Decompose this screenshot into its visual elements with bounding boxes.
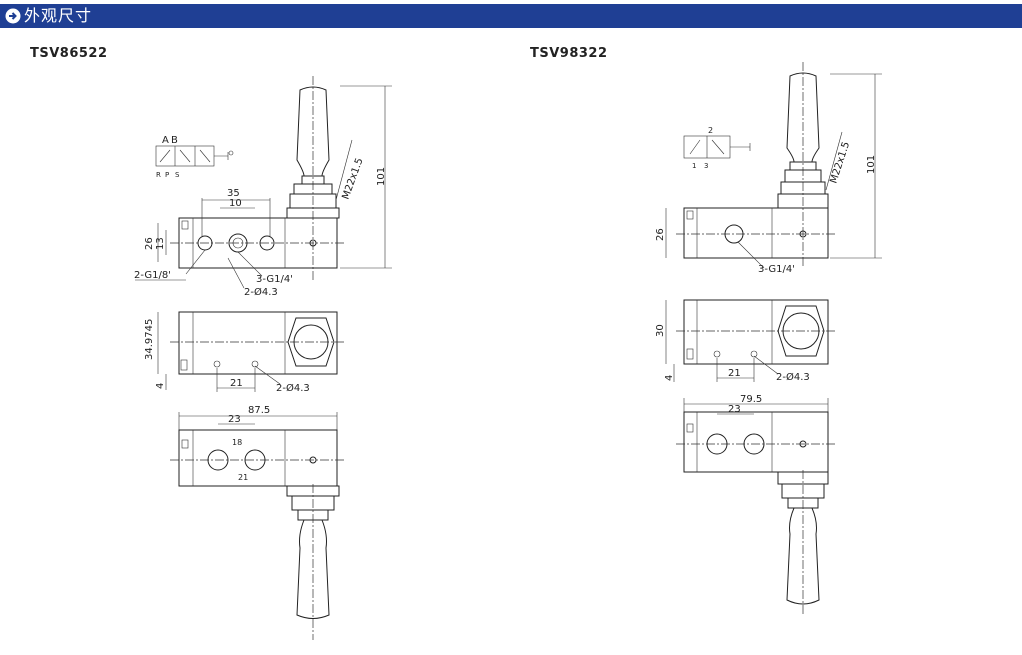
left-dim-spacing-inner: 10 — [229, 198, 242, 209]
right-bottom-view: 79.5 23 — [676, 394, 836, 615]
left-symbol-port-s: S — [175, 171, 180, 179]
section-title: 外观尺寸 — [24, 6, 93, 25]
left-symbol-label-b: B — [171, 135, 178, 146]
left-dim-hole-top: 2-Ø4.3 — [244, 286, 278, 298]
left-dim-side-small: 4 — [155, 383, 166, 389]
right-dim-side-spacing: 21 — [728, 368, 741, 379]
right-symbol-port-3: 3 — [704, 162, 708, 170]
left-bottom-view: 87.5 23 18 21 — [170, 405, 345, 640]
left-dim-spacing-outer: 35 — [227, 188, 240, 199]
right-model-label: TSV98322 — [530, 46, 608, 61]
left-valve-symbol: A B R P S — [155, 135, 234, 179]
left-symbol-port-p: P — [165, 171, 169, 179]
left-dim-thread: M22x1.5 — [340, 157, 365, 201]
right-dim-thread: M22x1.5 — [828, 140, 852, 184]
right-symbol-label-a: 2 — [708, 126, 713, 135]
left-dim-hole-side: 2-Ø4.3 — [276, 382, 310, 394]
left-dim-overall-height: 101 — [376, 167, 387, 186]
left-dim-side-spacing: 21 — [230, 378, 243, 389]
right-valve-symbol: 2 1 3 — [683, 126, 751, 170]
right-dim-side-small: 4 — [664, 375, 675, 381]
right-dim-body-left: 26 — [655, 228, 666, 241]
left-dim-bottom-small: 21 — [238, 473, 248, 482]
right-front-view: 26 M22x1.5 101 3-G1/4' — [655, 62, 882, 275]
left-drawing: A B R P S — [134, 76, 392, 640]
right-dim-port-mid: 3-G1/4' — [758, 264, 795, 275]
right-symbol-port-1: 1 — [692, 162, 696, 170]
left-symbol-label-a: A — [162, 135, 169, 146]
left-dim-port-mid: 3-G1/4' — [256, 274, 293, 285]
left-dim-bottom-width: 87.5 — [248, 405, 270, 416]
section-header: 外观尺寸 — [0, 4, 1022, 28]
left-dim-body-a: 26 — [144, 237, 155, 250]
left-model-label: TSV86522 — [30, 46, 108, 61]
right-drawing: 2 1 3 26 M22x1.5 101 — [655, 62, 882, 615]
arrow-right-circle-icon — [5, 8, 21, 24]
right-dim-side-height: 30 — [655, 324, 666, 337]
right-dim-bottom-width: 79.5 — [740, 394, 762, 405]
left-dim-bottom-vert: 18 — [232, 438, 242, 447]
left-front-view: 35 10 26 13 M22x1.5 101 2-G1/8' 3-G1/4' … — [134, 76, 392, 298]
left-symbol-port-r: R — [156, 171, 161, 179]
right-dim-hole-side: 2-Ø4.3 — [776, 371, 810, 383]
right-dim-bottom-spacing: 23 — [728, 404, 741, 415]
left-side-view: 34.9745 4 21 2-Ø4.3 — [144, 311, 345, 394]
left-dim-side-height: 34.9745 — [144, 319, 155, 360]
right-side-view: 30 4 21 2-Ø4.3 — [655, 299, 836, 383]
left-dim-body-b: 13 — [155, 237, 166, 250]
left-dim-bottom-spacing: 23 — [228, 414, 241, 425]
right-dim-overall-height: 101 — [866, 155, 877, 174]
left-dim-port-left: 2-G1/8' — [134, 270, 171, 281]
